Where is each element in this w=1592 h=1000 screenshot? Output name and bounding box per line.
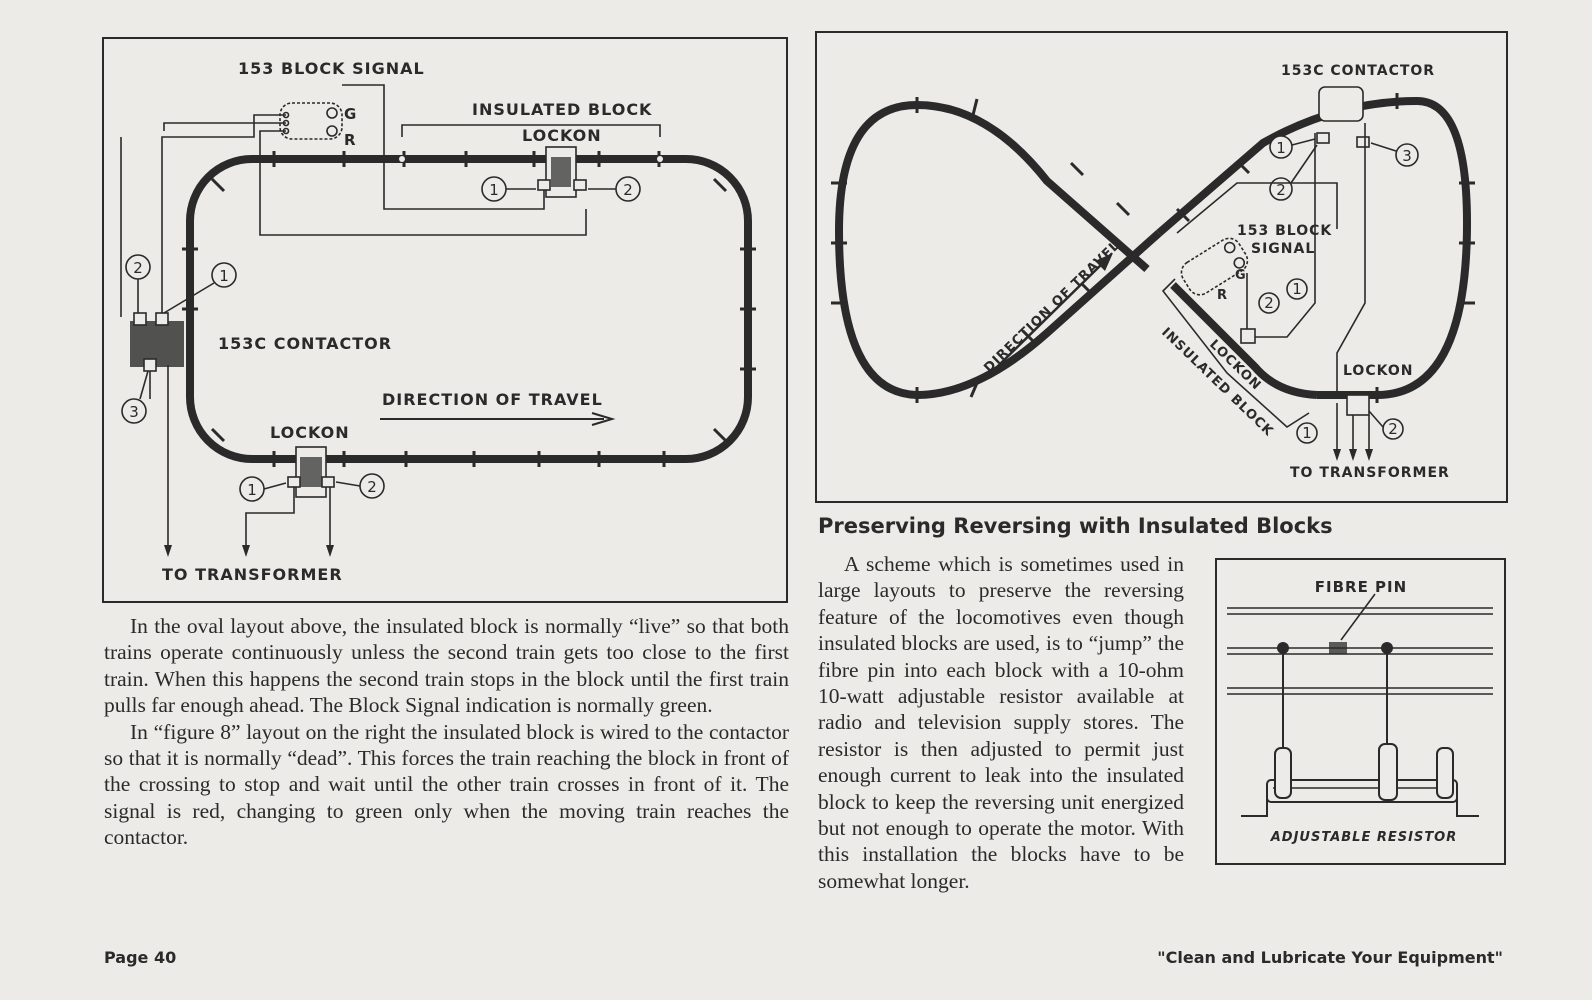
resistor [1241,743,1479,817]
signal-r-label: R [1217,288,1228,303]
lockon-top [537,146,587,198]
block-signal-right [1180,237,1249,296]
figure-8-layout-figure: 1 3 2 G R 2 1 1 2 153 [815,31,1508,503]
page-number: Page 40 [104,948,177,967]
num-2: 2 [133,259,143,277]
track-ties [182,151,756,467]
num-3: 3 [129,403,139,421]
lockon-label: LOCKON [1343,363,1413,379]
lockon-top-label: LOCKON [522,126,602,145]
contactor-label: 153C CONTACTOR [218,334,392,353]
signal-r-label: R [344,131,357,149]
lockon-diag [1240,328,1256,344]
lockon-bottom [287,446,335,498]
num-2: 2 [1264,294,1274,312]
fibre-pin [1329,642,1347,654]
section-heading: Preserving Reversing with Insulated Bloc… [818,514,1333,538]
num-2: 2 [367,478,377,496]
block-signal-label: 153 BLOCK SIGNAL [238,59,425,78]
resistor-diagram: FIBRE PIN ADJUSTABLE RESISTOR [1227,578,1493,845]
figure-8-diagram: 1 3 2 G R 2 1 1 2 153 [831,63,1475,481]
signal-g-label: G [344,105,357,123]
oval-track [186,155,752,463]
direction-label: DIRECTION OF TRAVEL [382,390,603,409]
block-signal-line1: 153 BLOCK [1237,223,1332,239]
left-column-text: In the oval layout above, the insulated … [104,613,789,851]
num-3: 3 [1402,147,1412,165]
figure-float-spacer [1184,551,1504,865]
transformer-label: TO TRANSFORMER [1290,465,1450,481]
oval-layout-diagram: G R 1 2 2 1 3 [120,59,756,584]
num-2: 2 [1276,181,1286,199]
oval-layout-figure: G R 1 2 2 1 3 [102,37,788,603]
insulated-block-label: INSULATED BLOCK [472,100,652,119]
resistor-figure: FIBRE PIN ADJUSTABLE RESISTOR [1215,558,1506,865]
resistor-caption: ADJUSTABLE RESISTOR [1270,830,1458,845]
contactor-left [130,312,184,372]
contactor-label: 153C CONTACTOR [1281,63,1435,79]
signal-g-label: G [1235,268,1247,283]
paragraph-reversing: A scheme which is sometimes used in larg… [818,552,1184,893]
num-1: 1 [247,481,257,499]
transformer-label: TO TRANSFORMER [162,565,343,584]
lockon-right [1346,394,1370,416]
contactor-right [1316,86,1370,148]
footer-slogan: "Clean and Lubricate Your Equipment" [1157,948,1503,967]
num-2: 2 [1388,420,1398,438]
block-signal [279,102,343,140]
num-1: 1 [219,267,229,285]
num-1: 1 [1276,139,1286,157]
lockon-bottom-label: LOCKON [270,423,350,442]
direction-label: DIRECTION OF TRAVEL [981,238,1123,376]
block-signal-line2: SIGNAL [1251,241,1315,257]
num-1: 1 [1302,424,1312,442]
track-ties [831,93,1475,403]
fibre-pin-label: FIBRE PIN [1315,578,1407,596]
num-1: 1 [489,181,499,199]
num-2: 2 [623,181,633,199]
paragraph-figure-8: In “figure 8” layout on the right the in… [104,719,789,850]
paragraph-oval: In the oval layout above, the insulated … [104,614,789,718]
right-column-text: A scheme which is sometimes used in larg… [818,551,1504,894]
num-1: 1 [1292,280,1302,298]
